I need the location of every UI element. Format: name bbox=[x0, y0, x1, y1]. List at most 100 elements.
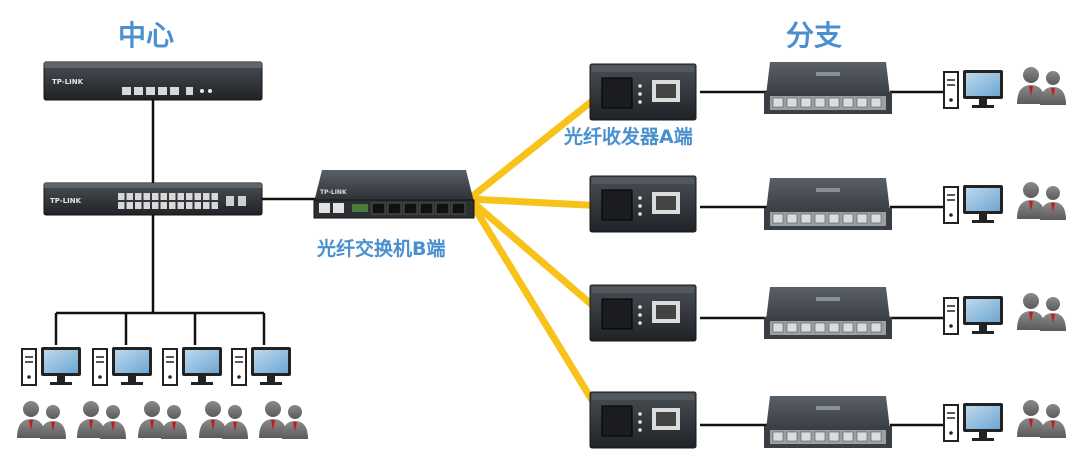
switch-brand: TP-LINK bbox=[50, 197, 82, 205]
desktop-computer-icon bbox=[943, 184, 1004, 224]
branch-switch-port bbox=[842, 213, 854, 224]
user-group-icon bbox=[259, 401, 308, 439]
branch-switch-port bbox=[870, 97, 882, 108]
fiber-switch-sfp-slot bbox=[419, 202, 434, 215]
fiber-switch-sfp-slot bbox=[371, 202, 386, 215]
switch-port bbox=[177, 202, 184, 209]
switch-port bbox=[194, 202, 201, 209]
user-group-icon bbox=[77, 401, 126, 439]
branch-switch-port bbox=[772, 322, 784, 333]
branch-switch-port bbox=[814, 97, 826, 108]
branch-switch-port bbox=[856, 213, 868, 224]
ethernet-cables bbox=[54, 90, 944, 427]
fiber-link bbox=[465, 86, 610, 203]
user-group-icon bbox=[138, 401, 187, 439]
fiber-switch-top bbox=[314, 170, 474, 202]
branch-switch-port bbox=[786, 97, 798, 108]
switch-sfp-port bbox=[238, 196, 246, 206]
fiber-transceiver-4 bbox=[589, 391, 697, 449]
core-router: TP-LINK bbox=[43, 61, 263, 101]
branch-switch-port bbox=[786, 431, 798, 442]
network-devices: TP-LINK TP-LINK TP-LINK bbox=[17, 61, 1066, 449]
switch-port bbox=[211, 202, 218, 209]
router-led bbox=[200, 89, 204, 93]
branch-switch-port bbox=[814, 322, 826, 333]
router-port bbox=[134, 87, 143, 95]
fiber-switch-label: 光纤交换机B端 bbox=[317, 238, 446, 260]
fiber-switch-brand: TP-LINK bbox=[320, 189, 347, 196]
branch-switch-port bbox=[842, 322, 854, 333]
branch-switch-port bbox=[800, 431, 812, 442]
switch-port bbox=[126, 202, 133, 209]
switch-port bbox=[169, 193, 176, 200]
branch-switch-port bbox=[856, 431, 868, 442]
switch-port bbox=[203, 193, 210, 200]
branch-switch-port bbox=[870, 431, 882, 442]
switch-port bbox=[135, 193, 142, 200]
desktop-computer-icon bbox=[943, 69, 1004, 109]
fiber-switch-sfp-slot bbox=[387, 202, 402, 215]
switch-port bbox=[118, 193, 125, 200]
switch-port bbox=[126, 193, 133, 200]
branch-switch-port bbox=[856, 97, 868, 108]
fiber-switch-sfp-slot bbox=[403, 202, 418, 215]
user-group-icon bbox=[1017, 400, 1066, 438]
router-port bbox=[158, 87, 167, 95]
branch-switch-port bbox=[772, 97, 784, 108]
fiber-transceiver-1 bbox=[589, 63, 697, 121]
branch-title: 分支 bbox=[786, 19, 843, 52]
user-group-icon bbox=[17, 401, 66, 439]
branch-switch-port bbox=[856, 322, 868, 333]
transceiver-label: 光纤收发器A端 bbox=[564, 126, 693, 148]
core-switch: TP-LINK bbox=[43, 182, 263, 216]
switch-port bbox=[203, 202, 210, 209]
router-port bbox=[122, 87, 131, 95]
switch-port bbox=[152, 193, 159, 200]
branch-switch-port bbox=[786, 322, 798, 333]
center-title: 中心 bbox=[118, 19, 175, 52]
desktop-computer-icon bbox=[943, 402, 1004, 442]
user-group-icon bbox=[1017, 293, 1066, 331]
router-port bbox=[186, 87, 193, 95]
branch-switch-port bbox=[842, 97, 854, 108]
fiber-switch-port bbox=[319, 203, 330, 213]
user-group-icon bbox=[1017, 182, 1066, 220]
switch-port bbox=[160, 193, 167, 200]
user-group-icon bbox=[1017, 67, 1066, 105]
fiber-link bbox=[465, 195, 610, 321]
switch-port bbox=[143, 202, 150, 209]
switch-sfp-port bbox=[226, 196, 234, 206]
desktop-computer-icon bbox=[92, 346, 153, 386]
desktop-computer-icon bbox=[162, 346, 223, 386]
fiber-switch-led-block bbox=[352, 204, 368, 212]
fiber-transceiver-3 bbox=[589, 284, 697, 342]
branch-switch-port bbox=[870, 213, 882, 224]
branch-switch-port bbox=[828, 322, 840, 333]
router-port bbox=[170, 87, 179, 95]
switch-port bbox=[160, 202, 167, 209]
switch-port bbox=[169, 202, 176, 209]
fiber-switch-port bbox=[333, 203, 344, 213]
fiber-transceiver-2 bbox=[589, 175, 697, 233]
fiber-link bbox=[465, 195, 610, 210]
fiber-switch: TP-LINK bbox=[313, 170, 475, 219]
switch-port bbox=[177, 193, 184, 200]
switch-port bbox=[186, 193, 193, 200]
fiber-switch-sfp-slot bbox=[451, 202, 466, 215]
branch-switch-port bbox=[828, 431, 840, 442]
desktop-computer-icon bbox=[943, 295, 1004, 335]
router-brand: TP-LINK bbox=[52, 78, 84, 86]
desktop-computer-icon bbox=[231, 346, 292, 386]
switch-port bbox=[143, 193, 150, 200]
router-top-edge bbox=[44, 62, 262, 68]
desktop-computer-icon bbox=[21, 346, 82, 386]
switch-port bbox=[152, 202, 159, 209]
switch-port bbox=[211, 193, 218, 200]
switch-port bbox=[118, 202, 125, 209]
switch-top-edge bbox=[44, 183, 262, 188]
fiber-switch-sfp-slot bbox=[435, 202, 450, 215]
branch-switch-port bbox=[772, 213, 784, 224]
switch-port bbox=[186, 202, 193, 209]
switch-port bbox=[194, 193, 201, 200]
